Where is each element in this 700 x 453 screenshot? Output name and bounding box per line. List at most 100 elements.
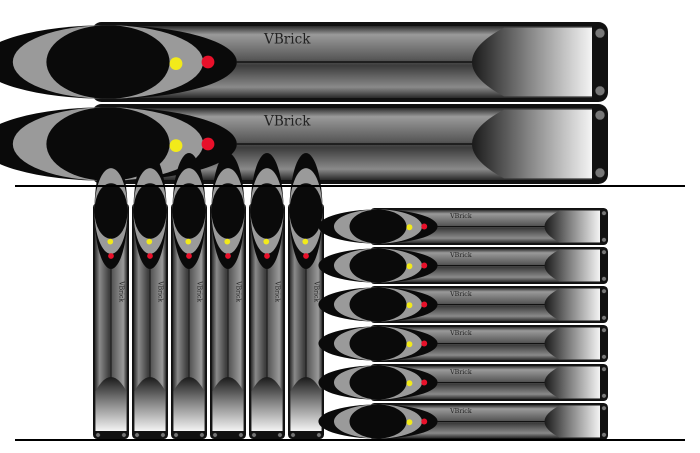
screw-icon — [601, 354, 607, 360]
screw-icon — [601, 288, 607, 294]
power-led-icon — [107, 238, 114, 245]
status-led-icon — [201, 137, 215, 151]
vbrick-logo: VBrick — [117, 280, 124, 302]
screw-icon — [601, 432, 607, 438]
screw-icon — [277, 432, 283, 438]
vent-panel — [544, 405, 600, 438]
vbrick-logo: VBrick — [156, 280, 163, 302]
vent-panel — [544, 366, 600, 399]
power-led-icon — [406, 263, 413, 270]
status-led-icon — [108, 253, 114, 259]
status-led-icon — [421, 223, 428, 230]
screw-icon — [173, 432, 179, 438]
vent-panel — [472, 27, 592, 97]
server-unit: VBrick — [93, 153, 129, 439]
server-unit: VBrick — [288, 153, 324, 439]
vent-panel — [134, 377, 166, 431]
status-led-icon — [201, 55, 215, 69]
server-unit: VBrick — [318, 247, 608, 284]
bezel-arc — [349, 287, 407, 322]
screw-icon — [601, 405, 607, 411]
bezel-arc — [46, 107, 170, 181]
vbrick-logo: VBrick — [449, 408, 472, 415]
vent-panel — [472, 109, 592, 179]
server-unit: VBrick — [318, 403, 608, 440]
vent-panel — [251, 377, 283, 431]
status-led-icon — [421, 301, 428, 308]
server-unit: VBrick — [249, 153, 285, 439]
bezel-arc — [349, 248, 407, 283]
server-unit: VBrick — [0, 22, 608, 102]
vbrick-logo: VBrick — [449, 369, 472, 376]
power-led-icon — [169, 57, 183, 70]
vbrick-logo: VBrick — [195, 280, 202, 302]
screw-icon — [601, 315, 607, 321]
vbrick-logo: VBrick — [449, 213, 472, 220]
screw-icon — [212, 432, 218, 438]
screw-icon — [594, 85, 606, 96]
screw-icon — [199, 432, 205, 438]
screw-icon — [316, 432, 322, 438]
screw-icon — [238, 432, 244, 438]
vent-panel — [544, 249, 600, 282]
status-led-icon — [421, 418, 428, 425]
screw-icon — [594, 28, 606, 39]
bezel-arc — [250, 183, 284, 239]
screw-icon — [601, 210, 607, 216]
screw-icon — [601, 237, 607, 243]
power-led-icon — [169, 139, 183, 152]
status-led-icon — [225, 253, 231, 259]
power-led-icon — [263, 238, 270, 245]
vbrick-logo: VBrick — [449, 291, 472, 298]
bezel-arc — [349, 209, 407, 244]
bezel-arc — [349, 404, 407, 439]
power-led-icon — [302, 238, 309, 245]
power-led-icon — [406, 224, 413, 231]
vent-panel — [544, 288, 600, 321]
server-unit: VBrick — [210, 153, 246, 439]
vbrick-logo: VBrick — [263, 114, 311, 130]
screw-icon — [594, 167, 606, 178]
server-unit: VBrick — [318, 286, 608, 323]
vent-panel — [212, 377, 244, 431]
bezel-arc — [289, 183, 323, 239]
screw-icon — [251, 432, 257, 438]
status-led-icon — [421, 262, 428, 269]
server-unit: VBrick — [318, 208, 608, 245]
vbrick-logo: VBrick — [234, 280, 241, 302]
screw-icon — [601, 327, 607, 333]
status-led-icon — [264, 253, 270, 259]
server-unit: VBrick — [318, 325, 608, 362]
bezel-arc — [349, 365, 407, 400]
screw-icon — [290, 432, 296, 438]
screw-icon — [594, 110, 606, 121]
bezel-arc — [172, 183, 206, 239]
vbrick-logo: VBrick — [312, 280, 319, 302]
vent-panel — [290, 377, 322, 431]
power-led-icon — [146, 238, 153, 245]
screw-icon — [601, 366, 607, 372]
power-led-icon — [406, 380, 413, 387]
vbrick-logo: VBrick — [273, 280, 280, 302]
screw-icon — [601, 249, 607, 255]
server-unit: VBrick — [318, 364, 608, 401]
bezel-arc — [211, 183, 245, 239]
screw-icon — [121, 432, 127, 438]
status-led-icon — [421, 340, 428, 347]
status-led-icon — [303, 253, 309, 259]
bezel-arc — [94, 183, 128, 239]
status-led-icon — [147, 253, 153, 259]
power-led-icon — [224, 238, 231, 245]
server-unit: VBrick — [132, 153, 168, 439]
screw-icon — [160, 432, 166, 438]
vent-panel — [173, 377, 205, 431]
vbrick-logo: VBrick — [263, 32, 311, 48]
vbrick-logo: VBrick — [449, 330, 472, 337]
screw-icon — [95, 432, 101, 438]
power-led-icon — [185, 238, 192, 245]
vbrick-logo: VBrick — [449, 252, 472, 259]
vent-panel — [95, 377, 127, 431]
vent-panel — [544, 210, 600, 243]
power-led-icon — [406, 302, 413, 309]
bezel-arc — [349, 326, 407, 361]
